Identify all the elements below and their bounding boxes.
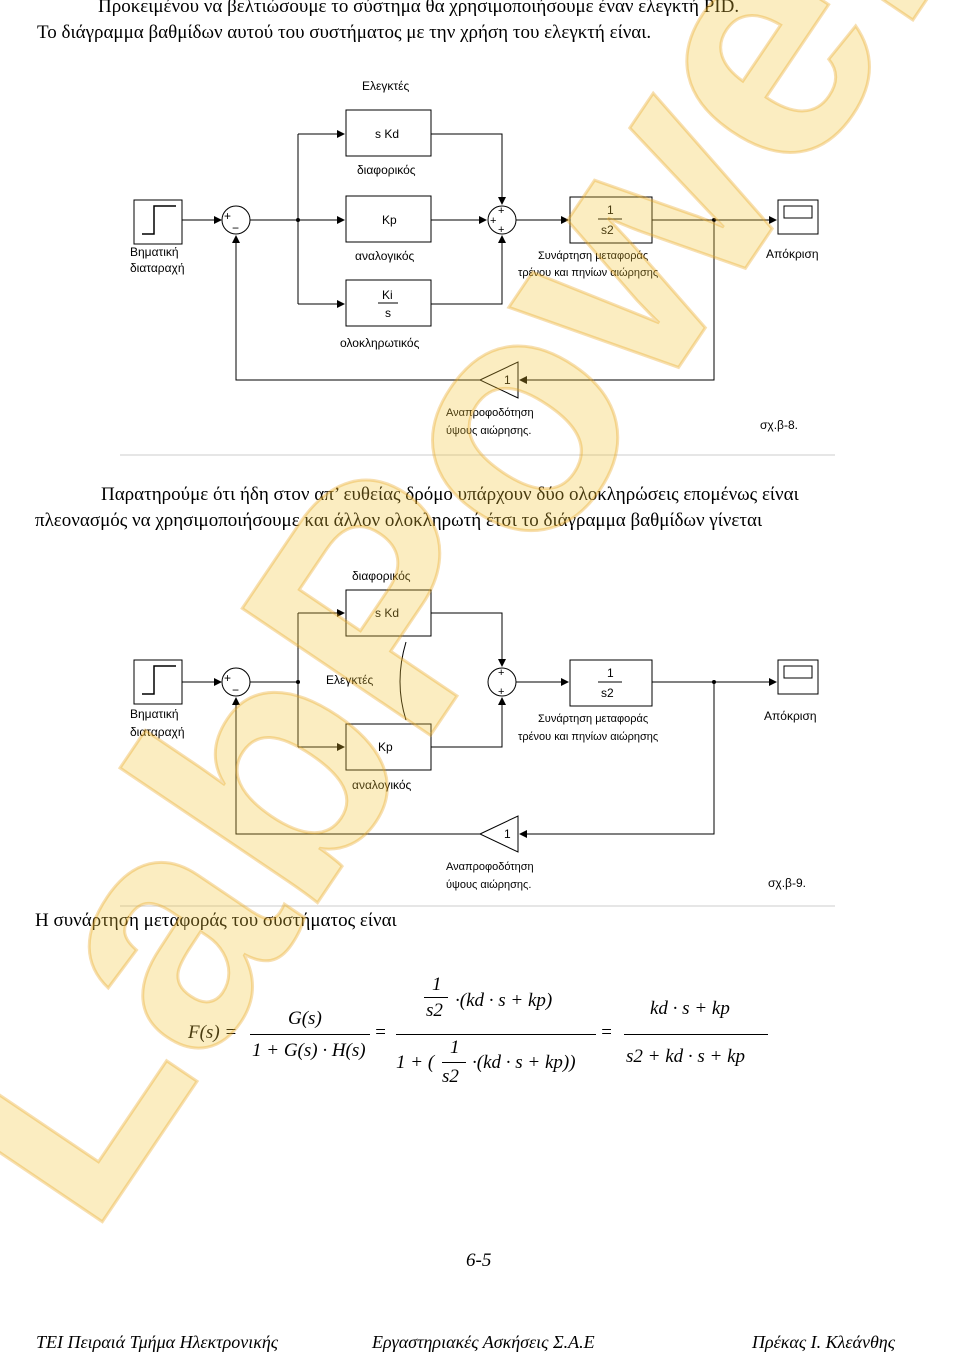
ki-label: ολοκληρωτικός [340, 336, 420, 350]
figure-caption: σχ.β-8. [760, 418, 798, 432]
block-diagram-pd: διαφορικός s Kd Ελεγκτές Kp αναλογικός Β… [120, 560, 835, 908]
eq-mid-frac-den: s2 [426, 1000, 443, 1021]
footer-right: Πρέκας Ι. Κλεάνθης [752, 1332, 896, 1352]
step-block [133, 199, 183, 245]
transfer-sentence: Η συνάρτηση μεταφοράς του συστήματος είν… [35, 910, 397, 931]
kp-block-text: Kp [382, 213, 397, 227]
step-label-2: διαταραχή [130, 261, 185, 275]
svg-text:+: + [498, 224, 504, 236]
eq-final-num: kd · s + kp [650, 998, 730, 1019]
feedback-gain [478, 361, 519, 399]
footer-left: ΤΕΙ Πειραιά Τμήμα Ηλεκτρονικής [36, 1332, 279, 1352]
plant-label-2: τρένου και πηνίων αιώρησης [518, 267, 658, 279]
kd-block-text: s Kd [375, 606, 399, 620]
paragraph-line-1: Παρατηρούμε ότι ήδη στον απ’ ευθείας δρό… [101, 484, 799, 505]
feedback-label-2: ύψους αιώρησης. [446, 425, 531, 437]
eq-lhs: F(s) = [188, 1022, 238, 1043]
figure-caption: σχ.β-9. [768, 876, 806, 890]
scope-label: Απόκριση [766, 247, 819, 261]
sum1-plus: + [224, 209, 231, 223]
kd-block [345, 589, 432, 637]
page-number: 6-5 [466, 1250, 492, 1271]
kd-label: διαφορικός [357, 163, 416, 177]
controllers-label: Ελεγκτές [326, 673, 373, 687]
step-block [133, 659, 183, 705]
block-diagram-pid: Ελεγκτές s Kd διαφορικός Kp αναλογικός K… [120, 62, 835, 457]
eq-g-den: 1 + G(s) · H(s) [252, 1040, 366, 1061]
eq-mid-num-rest: ·(kd · s + kp) [455, 990, 553, 1011]
svg-text:+: + [498, 667, 504, 679]
gain-value: 1 [504, 827, 511, 841]
plant-tf-den: s2 [601, 223, 614, 237]
sum1-minus: − [232, 221, 239, 235]
step-label-2: διαταραχή [130, 725, 185, 739]
feedback-label-1: Αναπροφοδότηση [446, 861, 534, 873]
kp-label: αναλογικός [352, 778, 412, 792]
kp-block [345, 723, 432, 771]
plant-tf-block [569, 659, 653, 707]
feedback-gain [478, 815, 519, 853]
intro-line-1: Προκειμένου να βελτιώσουμε το σύστημα θα… [98, 0, 740, 17]
plant-tf-den: s2 [601, 686, 614, 700]
plant-label-2: τρένου και πηνίων αιώρησης [518, 731, 658, 743]
footer-center: Εργαστηριακές Ασκήσεις Σ.Α.Ε [372, 1332, 595, 1352]
controllers-label: Ελεγκτές [362, 79, 409, 93]
eq-mid-frac-num: 1 [432, 974, 442, 995]
ki-numerator: Ki [382, 288, 393, 302]
feedback-label-1: Αναπροφοδότηση [446, 407, 534, 419]
eq-equals-1: = [374, 1022, 387, 1043]
step-label-1: Βηματική [130, 707, 179, 721]
svg-text:+: + [224, 671, 231, 685]
svg-text:+: + [490, 215, 496, 227]
scope-label: Απόκριση [764, 709, 817, 723]
plant-tf-num: 1 [607, 666, 614, 680]
intro-line-2: Το διάγραμμα βαθμίδων αυτού του συστήματ… [37, 22, 652, 43]
eq-mid-den-frac-den: s2 [442, 1066, 459, 1087]
eq-equals-2: = [600, 1022, 613, 1043]
step-label-1: Βηματική [130, 245, 179, 259]
ki-denominator: s [385, 306, 391, 320]
kd-block [345, 109, 432, 157]
plant-label-1: Συνάρτηση μεταφοράς [538, 250, 648, 262]
kp-block [345, 195, 432, 243]
svg-text:+: + [498, 686, 504, 698]
svg-text:+: + [498, 205, 504, 217]
plant-tf-num: 1 [607, 203, 614, 217]
feedback-label-2: ύψους αιώρησης. [446, 879, 531, 891]
eq-mid-den-rest: ·(kd · s + kp)) [472, 1052, 576, 1073]
eq-mid-den-prefix: 1 + ( [396, 1052, 435, 1073]
svg-text:−: − [232, 683, 239, 697]
gain-value: 1 [504, 373, 511, 387]
kp-label: αναλογικός [355, 249, 415, 263]
eq-final-den: s2 + kd · s + kp [626, 1046, 746, 1067]
kd-block-text: s Kd [375, 127, 399, 141]
kp-block-text: Kp [378, 740, 393, 754]
plant-tf-block [569, 196, 653, 244]
kd-top-label: διαφορικός [352, 569, 411, 583]
paragraph-line-2: πλεονασμός να χρησιμοποιήσουμε και άλλον… [35, 510, 763, 531]
plant-label-1: Συνάρτηση μεταφοράς [538, 713, 648, 725]
eq-mid-den-frac-num: 1 [450, 1037, 460, 1058]
eq-g-num: G(s) [288, 1008, 322, 1029]
